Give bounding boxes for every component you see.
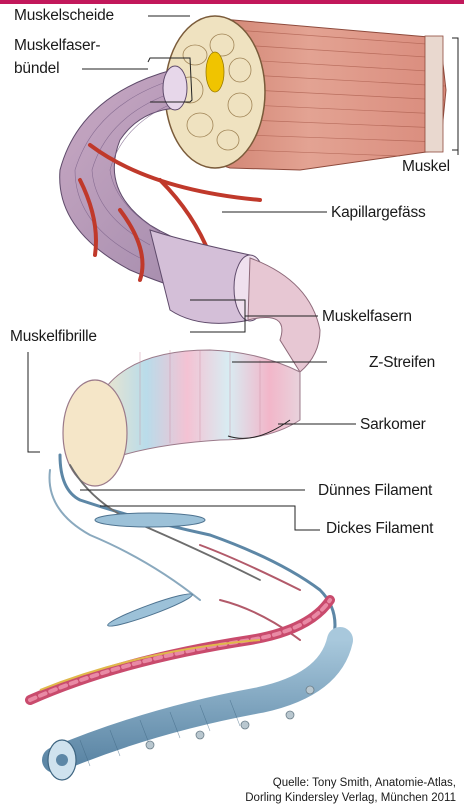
- label-kapillargefaess: Kapillargefäss: [331, 204, 426, 222]
- label-duennes-filament: Dünnes Filament: [318, 482, 432, 500]
- label-muskelfaserbuendel-2: bündel: [14, 60, 59, 78]
- muscle: [165, 16, 446, 170]
- muscle-fibril: [63, 350, 300, 486]
- tendon: [425, 36, 443, 152]
- source-line-2: Dorling Kindersley Verlag, München 2011: [245, 791, 456, 805]
- muscle-fiber: [248, 258, 320, 372]
- label-sarkomer: Sarkomer: [360, 416, 426, 434]
- label-muskelfaserbuendel-1: Muskelfaser-: [14, 37, 100, 55]
- nerve-bundle: [206, 52, 224, 92]
- source-line-1: Quelle: Tony Smith, Anatomie-Atlas,: [273, 776, 456, 790]
- label-dickes-filament: Dickes Filament: [326, 520, 433, 538]
- label-z-streifen: Z-Streifen: [369, 354, 435, 372]
- label-muskelscheide: Muskelscheide: [14, 7, 114, 25]
- thick-filament-detail: [48, 640, 340, 780]
- label-muskelfibrille: Muskelfibrille: [10, 328, 97, 346]
- label-muskelfasern: Muskelfasern: [322, 308, 412, 326]
- filaments: [50, 455, 336, 670]
- label-muskel: Muskel: [402, 158, 450, 176]
